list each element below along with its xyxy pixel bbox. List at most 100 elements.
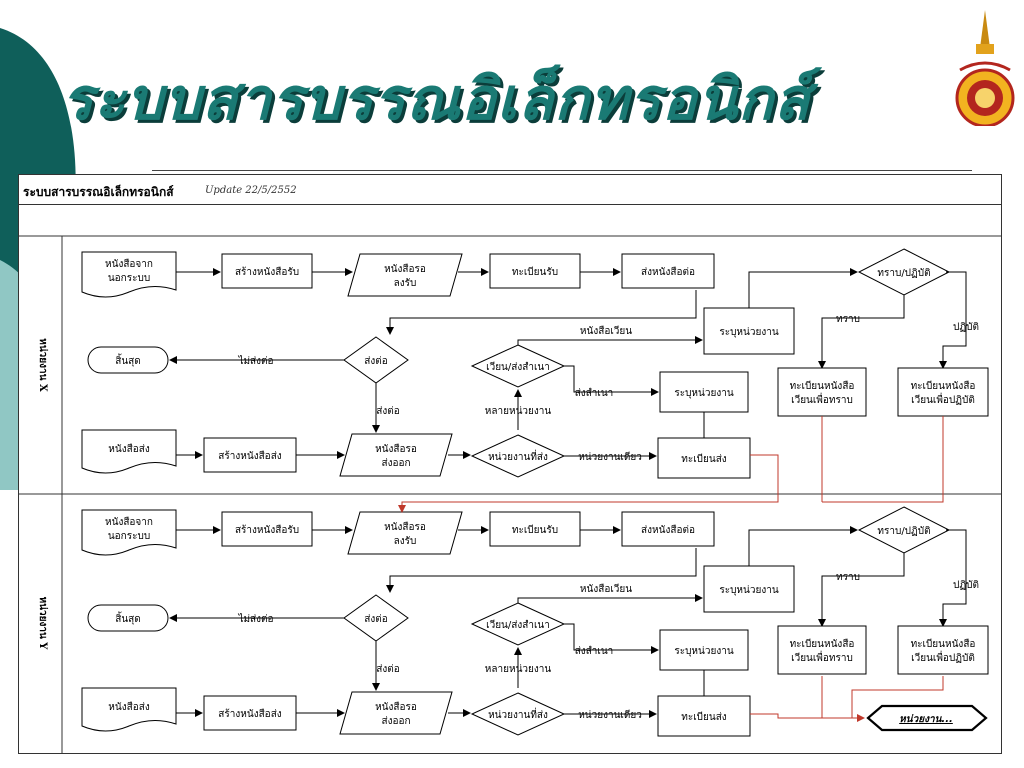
- outgoing-arrow: [851, 676, 944, 718]
- doc-send-shape: [81, 687, 177, 732]
- specify-unit-top-label: ระบุหน่วยงาน: [719, 327, 778, 338]
- register-received-label: ทะเบียนรับ: [512, 524, 558, 536]
- university-seal-icon: [955, 10, 1015, 126]
- doc-from-outside-shape: [81, 509, 177, 556]
- flow-connector: [939, 271, 967, 369]
- create-received-box: [221, 253, 313, 289]
- not-forward-label: ไม่ส่งต่อ: [237, 613, 273, 625]
- cross-lane-arrow: [398, 454, 779, 513]
- doc-from-outside-label: หนังสือจากนอกระบบ: [105, 516, 153, 542]
- specify-unit-top-label: ระบุหน่วยงาน: [719, 585, 778, 596]
- waiting-send-label: หนังสือรอส่งออก: [375, 443, 417, 469]
- circulate-or-copy-label: เวียน/ส่งสำเนา: [486, 361, 550, 373]
- lane-title: หน่วยงาน Y: [37, 597, 49, 651]
- create-received-label: สร้างหนังสือรับ: [235, 524, 299, 536]
- not-forward-label: ไม่ส่งต่อ: [237, 355, 273, 367]
- register-ack-label: ทะเบียนหนังสือเวียนเพื่อทราบ: [790, 380, 855, 406]
- specify-unit-top-box: [703, 307, 795, 355]
- acknowledge-branch-label: ทราบ: [836, 314, 860, 325]
- target-units-label: หน่วยงานที่ส่ง: [488, 449, 548, 463]
- flowchart-update-date: Update 22/5/2552: [205, 185, 297, 196]
- act-branch-label: ปฏิบัติ: [953, 580, 979, 591]
- flow-connector: [564, 365, 659, 396]
- circular-letter-label: หนังสือเวียน: [580, 325, 632, 337]
- flow-connector: [818, 295, 905, 369]
- waiting-receive-shape: [347, 511, 463, 555]
- ack-or-act-label: ทราบ/ปฏิบัติ: [877, 526, 930, 537]
- title-underline: [152, 170, 972, 171]
- forward-decision-label: ส่งต่อ: [364, 356, 388, 367]
- doc-send-label: หนังสือส่ง: [108, 701, 150, 713]
- register-send-box: [657, 695, 751, 737]
- create-received-label: สร้างหนังสือรับ: [235, 266, 299, 278]
- single-unit-label: หน่วยงานเดียว: [578, 451, 642, 463]
- register-received-box: [489, 511, 581, 547]
- end-terminator: [87, 604, 169, 632]
- forward-decision-label: ส่งต่อ: [364, 614, 388, 625]
- waiting-send-label: หนังสือรอส่งออก: [375, 701, 417, 727]
- register-ack-label: ทะเบียนหนังสือเวียนเพื่อทราบ: [790, 638, 855, 664]
- flow-connector: [386, 548, 697, 593]
- forward-yes-label: ส่งต่อ: [376, 664, 400, 675]
- ack-or-act-label: ทราบ/ปฏิบัติ: [877, 268, 930, 279]
- single-unit-label: หน่วยงานเดียว: [578, 709, 642, 721]
- register-send-label: ทะเบียนส่ง: [681, 453, 727, 465]
- cross-lane-flow: [398, 416, 944, 722]
- slide-title: ระบบสารบรรณอิเล็กทรอนิกส์: [62, 65, 811, 133]
- end-terminator: [87, 346, 169, 374]
- waiting-receive-label: หนังสือรอลงรับ: [384, 521, 426, 547]
- act-branch-label: ปฏิบัติ: [953, 322, 979, 333]
- create-send-label: สร้างหนังสือส่ง: [218, 708, 281, 720]
- send-copy-label: ส่งสำเนา: [575, 646, 614, 657]
- specify-unit-mid-box: [659, 371, 749, 413]
- specify-unit-top-box: [703, 565, 795, 613]
- register-act-label: ทะเบียนหนังสือเวียนเพื่อปฏิบัติ: [911, 380, 976, 406]
- end-label: สิ้นสุด: [115, 611, 141, 625]
- offpage-connector: หน่วยงาน...: [866, 704, 988, 732]
- register-received-box: [489, 253, 581, 289]
- forward-doc-box: [621, 253, 715, 289]
- doc-send-label: หนังสือส่ง: [108, 443, 150, 455]
- circular-letter-label: หนังสือเวียน: [580, 583, 632, 595]
- doc-send-shape: [81, 429, 177, 474]
- target-units-decision: [470, 434, 566, 478]
- register-send-label: ทะเบียนส่ง: [681, 711, 727, 723]
- waiting-receive-shape: [347, 253, 463, 297]
- swimlane-x: หน่วยงาน X หนังสือจากนอกระบบ สร้างหนังสือร…: [37, 248, 989, 479]
- specify-unit-mid-label: ระบุหน่วยงาน: [674, 646, 733, 657]
- offpage-connector-label: หน่วยงาน...: [899, 714, 953, 725]
- register-send-box: [657, 437, 751, 479]
- flow-connector: [939, 529, 967, 627]
- doc-from-outside-shape: [81, 251, 177, 298]
- register-ack-box: [777, 367, 867, 417]
- lane-title: หน่วยงาน X: [37, 338, 49, 392]
- target-units-label: หน่วยงานที่ส่ง: [488, 707, 548, 721]
- register-received-label: ทะเบียนรับ: [512, 266, 558, 278]
- acknowledge-branch-label: ทราบ: [836, 572, 860, 583]
- send-copy-label: ส่งสำเนา: [575, 388, 614, 399]
- waiting-send-shape: [339, 433, 453, 477]
- register-ack-box: [777, 625, 867, 675]
- register-act-box: [897, 625, 989, 675]
- forward-yes-label: ส่งต่อ: [376, 406, 400, 417]
- create-received-box: [221, 511, 313, 547]
- cross-lane-arrow: [822, 416, 944, 503]
- circulate-or-copy-decision: [470, 344, 566, 388]
- forward-doc-label: ส่งหนังสือต่อ: [641, 266, 695, 278]
- circulate-or-copy-decision: [470, 602, 566, 646]
- waiting-send-shape: [339, 691, 453, 735]
- forward-doc-label: ส่งหนังสือต่อ: [641, 524, 695, 536]
- doc-from-outside-label: หนังสือจากนอกระบบ: [105, 258, 153, 284]
- flow-connector: [386, 290, 697, 335]
- flow-connector: [748, 526, 858, 566]
- flowchart-header: ระบบสารบรรณอิเล็กทรอนิกส์ Update 22/5/25…: [19, 175, 1001, 205]
- specify-unit-mid-label: ระบุหน่วยงาน: [674, 388, 733, 399]
- waiting-receive-label: หนังสือรอลงรับ: [384, 263, 426, 289]
- create-send-box: [203, 437, 297, 473]
- flow-connector: [748, 268, 858, 308]
- outgoing-arrow: [750, 713, 865, 722]
- end-label: สิ้นสุด: [115, 353, 141, 367]
- flow-connector: [564, 623, 659, 654]
- register-act-box: [897, 367, 989, 417]
